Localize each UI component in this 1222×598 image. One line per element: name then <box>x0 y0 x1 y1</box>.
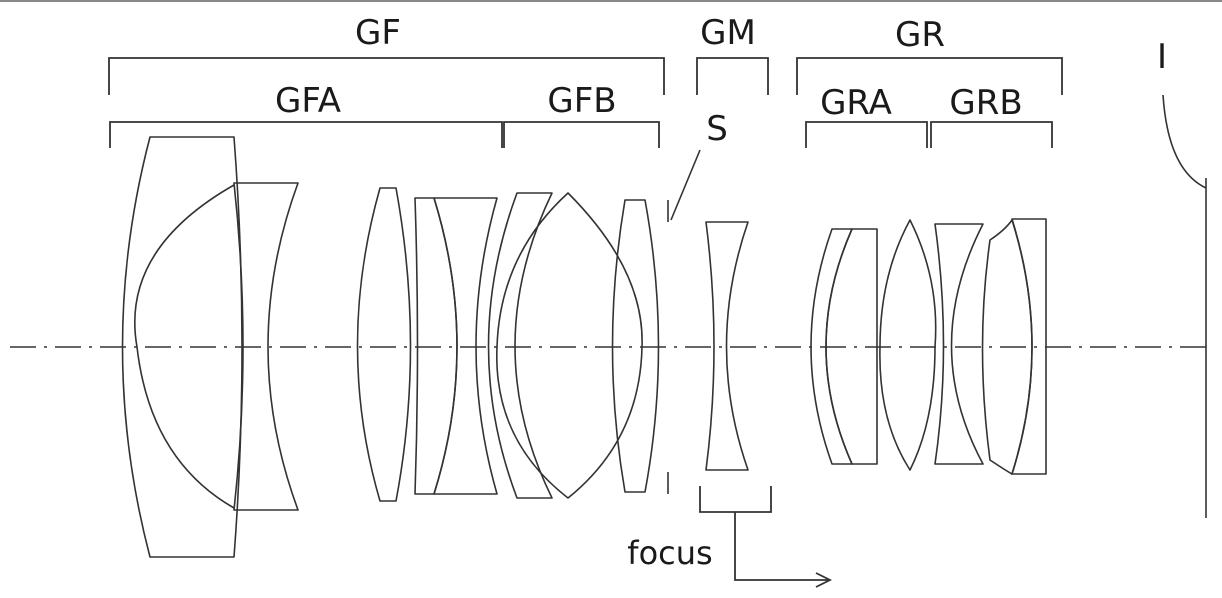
bracket-grb <box>930 121 1053 148</box>
bracket-focus <box>699 486 772 513</box>
label-stop: S <box>706 109 728 149</box>
lens-8 <box>496 192 643 499</box>
lens-10 <box>705 221 749 471</box>
label-gfb: GFB <box>547 81 616 121</box>
bracket-gm <box>696 57 769 95</box>
lens-3 <box>233 182 299 511</box>
label-gfa: GFA <box>275 81 341 121</box>
lens-9 <box>611 199 660 493</box>
label-gm: GM <box>700 13 756 53</box>
stop-leader <box>670 149 701 221</box>
focus-arrow-line <box>734 512 828 581</box>
lens-16 <box>1011 218 1047 475</box>
lens-4 <box>356 187 412 502</box>
bracket-gra <box>805 121 928 148</box>
bracket-gr <box>796 57 1063 95</box>
bracket-gf <box>108 57 665 95</box>
lens-13 <box>879 219 937 471</box>
label-gr: GR <box>895 15 945 55</box>
label-grb: GRB <box>949 83 1022 123</box>
bracket-gfa <box>109 121 503 148</box>
lens-14 <box>934 223 984 465</box>
label-gf: GF <box>355 13 401 53</box>
bracket-gfb <box>503 121 660 148</box>
focus-arrow-head <box>815 572 833 588</box>
label-gra: GRA <box>820 83 892 123</box>
label-focus: focus <box>627 534 712 572</box>
lens-12 <box>825 228 878 465</box>
lens-2 <box>133 184 235 509</box>
lens-5 <box>414 197 458 495</box>
lens-7 <box>487 192 553 499</box>
lens-6 <box>433 197 498 495</box>
label-image-plane: I <box>1157 37 1167 77</box>
image-plane-leader <box>1162 94 1207 189</box>
